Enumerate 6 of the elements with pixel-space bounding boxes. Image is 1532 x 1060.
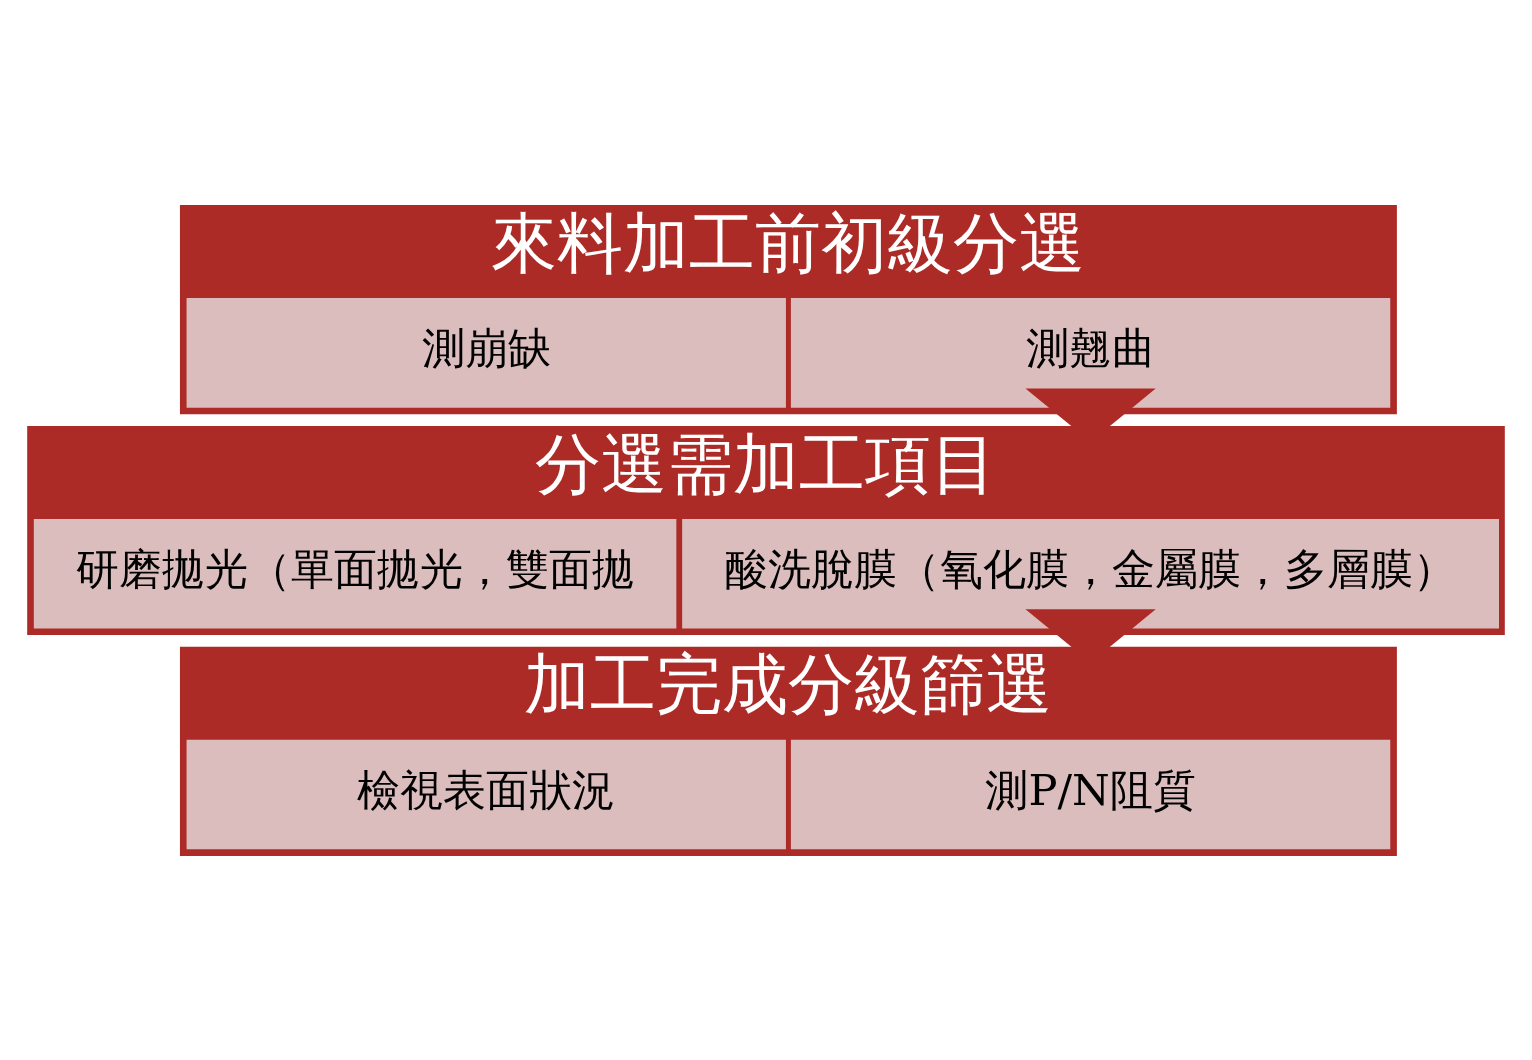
node-box: 研磨拋光（單面拋光，雙面拋	[33, 518, 677, 628]
node-box: 測翹曲	[790, 297, 1391, 408]
node-box: 檢視表面狀況	[186, 739, 786, 849]
node-box: 測崩缺	[186, 297, 786, 408]
node-box: 酸洗脫膜（氧化膜，金屬膜，多層膜）	[682, 518, 1499, 628]
node-box: 測P/N阻質	[790, 739, 1391, 849]
